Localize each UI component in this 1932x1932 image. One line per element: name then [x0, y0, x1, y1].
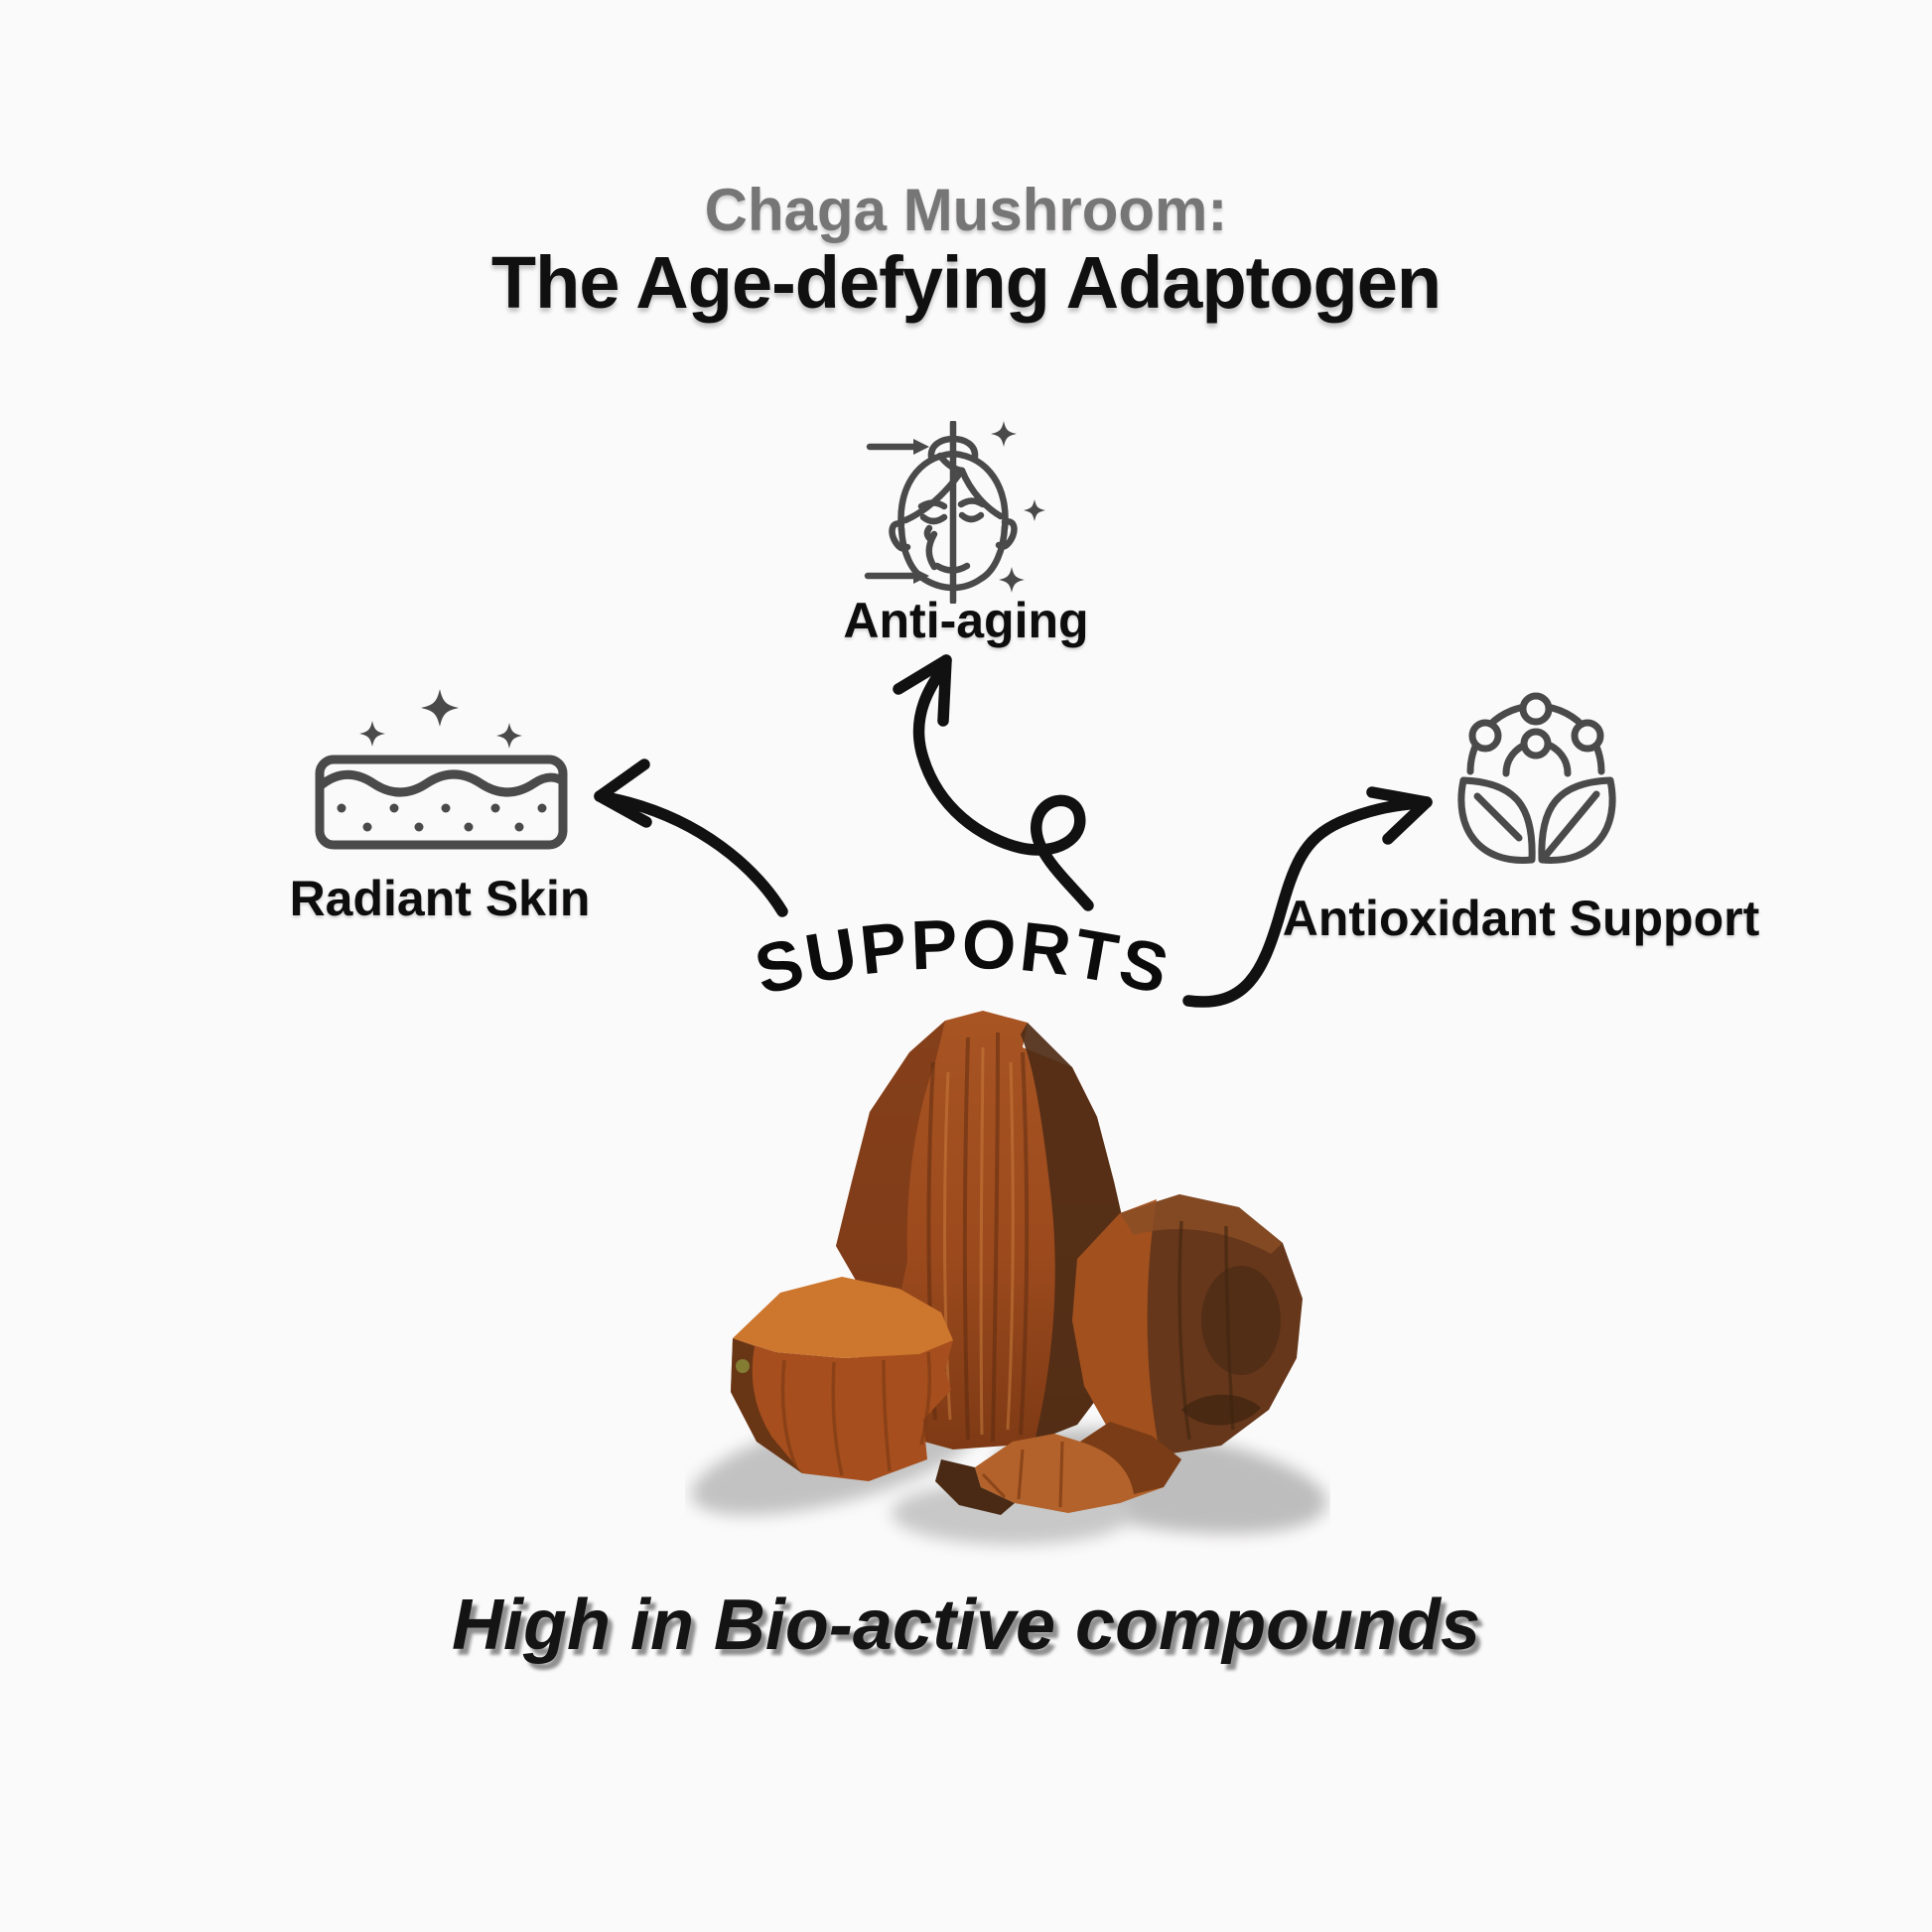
molecule-node-left — [1468, 719, 1502, 753]
right-eye — [958, 511, 985, 523]
right-brow — [957, 497, 987, 508]
benefit-label-antioxidant-support: Antioxidant Support — [1282, 891, 1760, 946]
left-leaf — [1457, 776, 1536, 864]
head-outline — [897, 450, 1009, 534]
moss-speck — [736, 1359, 750, 1373]
left-ear — [889, 520, 911, 552]
footer: High in Bio-active compounds — [0, 1585, 1932, 1666]
chaga-mushroom-illustration — [691, 1011, 1327, 1545]
right-ear — [995, 518, 1018, 550]
leaves-antioxidant-icon — [1457, 692, 1616, 864]
left-leaf-vein — [1473, 792, 1523, 842]
title-line2: The Age-defying Adaptogen — [490, 241, 1442, 324]
hair-strand — [936, 452, 966, 475]
benefit-label-anti-aging: Anti-aging — [843, 593, 1089, 648]
benefit-label-radiant-skin: Radiant Skin — [289, 871, 591, 926]
left-eye — [919, 513, 948, 525]
mouth — [933, 562, 971, 574]
mushroom-right-chunk — [1072, 1194, 1303, 1455]
hairline-right — [958, 467, 1005, 520]
skin-layer-sparkles-icon — [315, 689, 568, 850]
sparkles — [359, 689, 522, 749]
left-brow — [917, 499, 948, 510]
nasolabial-wrinkle — [925, 530, 938, 571]
under-eye-wrinkle — [923, 524, 933, 542]
footer-text: High in Bio-active compounds — [451, 1586, 1481, 1665]
page-title: Chaga Mushroom: The Age-defying Adaptoge… — [0, 181, 1932, 320]
skin-dots — [337, 803, 547, 832]
mushroom-front-piece — [935, 1422, 1181, 1515]
right-leaf-vein — [1540, 790, 1600, 862]
arrow-to-anti-aging — [893, 654, 1094, 911]
skin-layer-box — [315, 755, 568, 850]
hair-bun — [927, 435, 979, 461]
sparkles — [991, 421, 1045, 593]
molecule-node-top — [1519, 692, 1553, 726]
arrowheads — [913, 439, 929, 584]
title-line1: Chaga Mushroom: — [704, 177, 1228, 243]
aging-face-split-icon — [864, 421, 1045, 604]
mushroom-left-chunk — [731, 1277, 953, 1481]
skin-surface-wave — [315, 769, 568, 797]
molecule-node-right — [1571, 719, 1604, 753]
molecule-node-center — [1520, 728, 1552, 759]
